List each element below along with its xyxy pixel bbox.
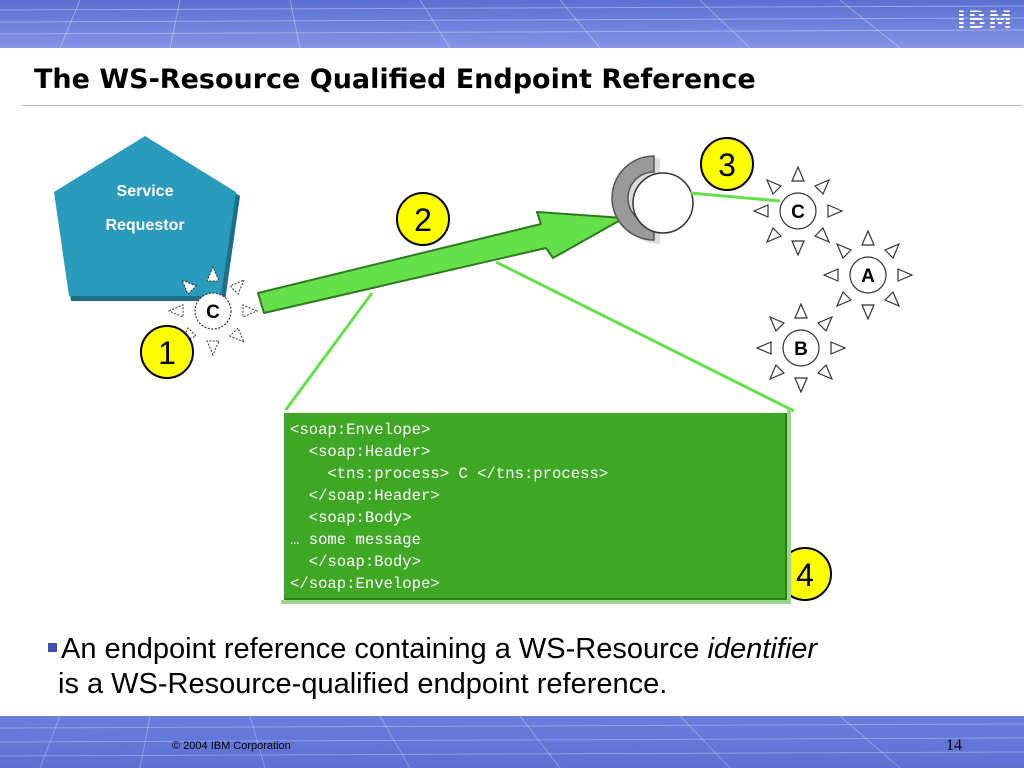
requestor-resource-c: C [167,265,259,357]
endpoint-port [632,172,694,234]
header-band: IBM [0,0,1024,48]
step-badge-2: 2 [396,192,450,246]
connector-line-right [495,260,795,413]
soap-message-box: <soap:Envelope> <soap:Header> <tns:proce… [281,410,791,604]
step-badge-4: 4 [778,547,832,601]
soap-line: </soap:Envelope> [290,575,440,593]
step-badge-2-label: 2 [414,202,432,238]
requestor-resource-c-label: C [206,302,220,323]
bullet-line-2: is a WS-Resource-qualified endpoint refe… [58,668,668,700]
service-requestor-shape [54,136,236,296]
diagram: Service Requestor C [54,136,914,601]
soap-line: … some message [290,531,422,549]
endpoint-socket [611,155,655,241]
step-badge-3: 3 [700,137,754,191]
resource-a-label: A [861,266,875,287]
copyright-text: © 2004 IBM Corporation [172,740,291,752]
message-arrow [257,211,625,314]
bullet-text: An endpoint reference containing a WS-Re… [61,633,708,665]
resource-b-label: B [794,339,808,360]
soap-line: </soap:Header> [290,487,440,505]
step-badge-1-label: 1 [158,335,176,371]
title-divider [22,105,1022,106]
resource-b: B [755,302,847,394]
endpoint-to-resource-line [689,191,781,203]
step-badge-4-label: 4 [796,557,814,593]
soap-line: <tns:process> C </tns:process> [290,465,609,483]
soap-line: <soap:Header> [290,443,431,461]
resource-a: A [822,229,914,321]
soap-message-code: <soap:Envelope> <soap:Header> <tns:proce… [290,419,608,595]
soap-line: <soap:Envelope> [290,421,431,439]
slide-title: The WS-Resource Qualified Endpoint Refer… [34,64,756,95]
service-requestor-label-line1: Service [117,183,174,200]
soap-line: </soap:Body> [290,553,422,571]
service-requestor-label-line2: Requestor [105,217,184,234]
bullet-point: An endpoint reference containing a WS-Re… [48,632,1008,702]
ibm-logo: IBM [956,6,1014,34]
footer-band [0,716,1024,768]
step-badge-3-label: 3 [718,147,736,183]
soap-line: <soap:Body> [290,509,412,527]
bullet-emphasis: identifier [707,633,818,665]
page-number: 14 [946,737,962,754]
connector-line-left [283,292,374,412]
header-grid-pattern [0,0,1024,48]
bullet-line-1: An endpoint reference containing a WS-Re… [48,632,1008,667]
resource-c: C [752,165,844,257]
step-badge-1: 1 [140,325,194,379]
resource-c-label: C [791,202,805,223]
bullet-square-icon [48,643,57,652]
footer-grid-pattern [0,716,1024,768]
